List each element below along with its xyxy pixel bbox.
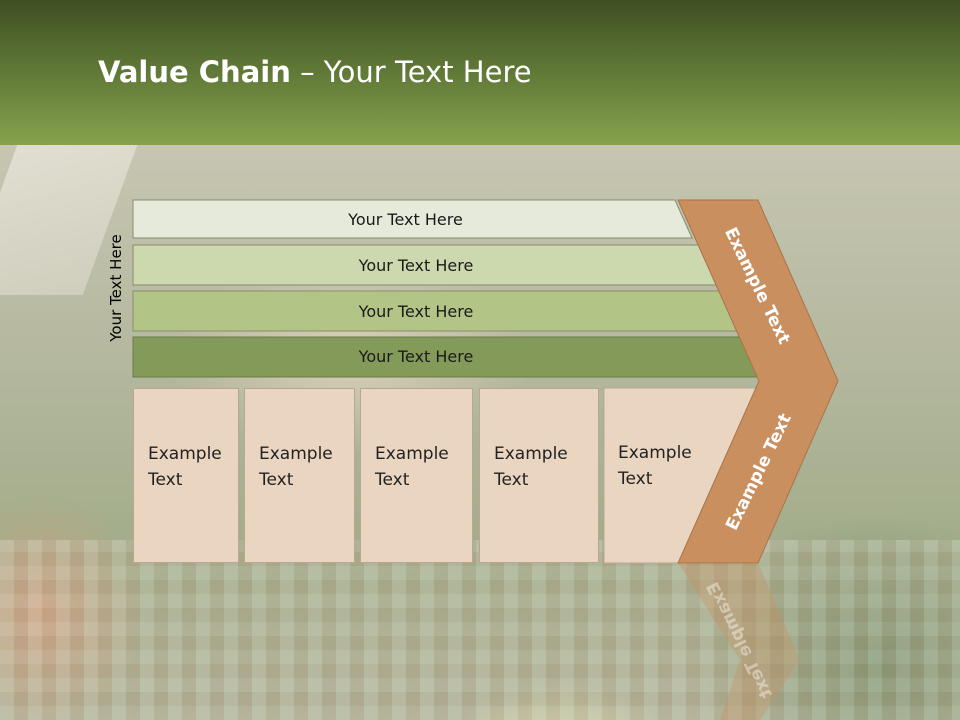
slide-title[interactable]: Value Chain – Your Text Here [98, 55, 532, 89]
band-3[interactable]: Your Text Here [133, 292, 699, 330]
band-4[interactable]: Your Text Here [133, 337, 699, 375]
title-bold-text: Value Chain [98, 55, 291, 89]
title-bar [0, 0, 960, 145]
band-3-label: Your Text Here [358, 301, 474, 321]
picnic-blanket-shape [0, 540, 960, 720]
band-1-shape [132, 199, 693, 239]
activity-box-4[interactable]: Example Text [479, 388, 599, 563]
chevron-shape [677, 199, 839, 564]
title-rest-text: – Your Text Here [290, 55, 532, 89]
activity-box-1[interactable]: Example Text [133, 388, 239, 563]
band-2-label: Your Text Here [358, 255, 474, 275]
box-3-line2: Text [375, 470, 410, 490]
band-1[interactable]: Your Text Here [133, 200, 678, 238]
box-5-line2: Text [618, 469, 653, 489]
band-4-label: Your Text Here [358, 346, 474, 366]
box-1-line2: Text [148, 470, 183, 490]
chevron-reflection [678, 563, 800, 720]
box-2-line1: Example [259, 444, 333, 464]
box-3-line1: Example [375, 444, 449, 464]
box-5-line1: Example [618, 443, 692, 463]
activity-box-5[interactable]: Example Text [604, 388, 694, 563]
box-1-line1: Example [148, 444, 222, 464]
box-4-line2: Text [494, 470, 529, 490]
activity-box-3[interactable]: Example Text [360, 388, 473, 563]
band-1-label: Your Text Here [348, 209, 463, 229]
box-4-line1: Example [494, 444, 568, 464]
activity-box-2[interactable]: Example Text [244, 388, 355, 563]
band-2[interactable]: Your Text Here [133, 246, 699, 284]
box-2-line2: Text [259, 470, 294, 490]
